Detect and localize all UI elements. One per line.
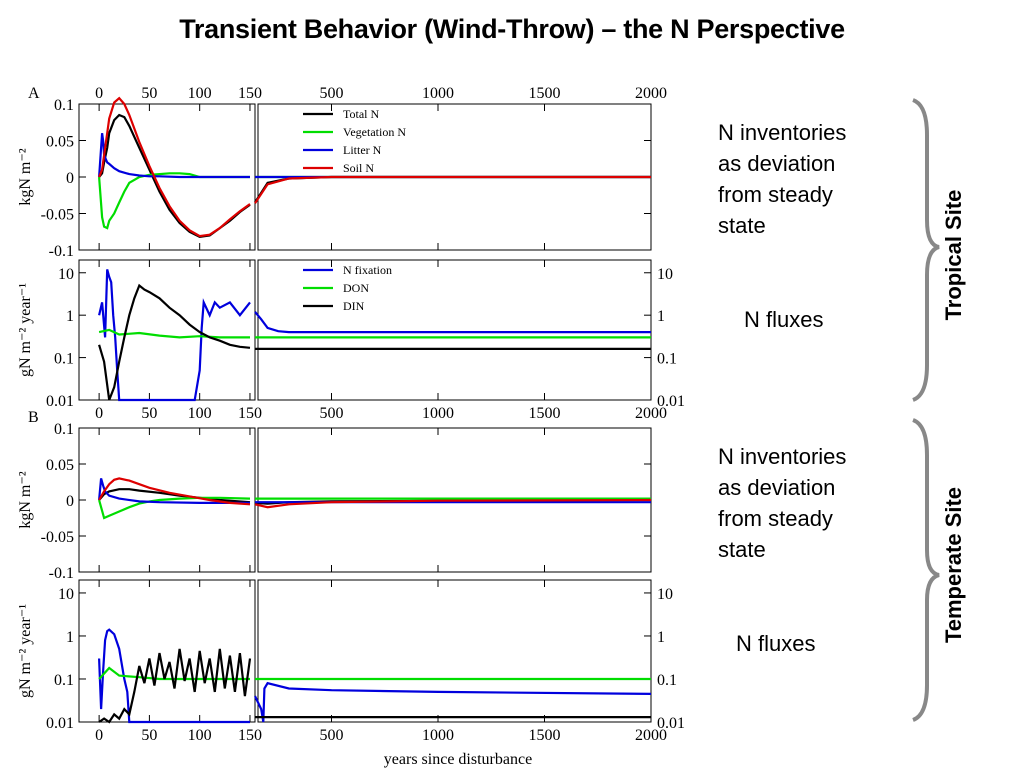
x-tick-label: 100 [188, 727, 212, 744]
series-litter-n-line [98, 133, 250, 179]
y-axis-label: gN m⁻² year⁻¹ [17, 283, 34, 377]
y-tick-label-right: 10 [657, 266, 673, 283]
y-tick-label-right: 0.01 [657, 393, 685, 410]
y-tick-label-right: 1 [657, 629, 665, 646]
legend-label: Litter N [343, 143, 382, 157]
x-tick-label: 0 [95, 405, 103, 422]
x-tick-label: 150 [238, 405, 262, 422]
series-soil-n-line-long [254, 175, 651, 204]
panel-label: A [28, 85, 40, 102]
series-n-fixation-line-long [254, 681, 652, 723]
series-n-fixation-line [98, 628, 250, 724]
y-tick-label-right: 0.1 [657, 351, 677, 368]
legend-label: N fixation [343, 263, 392, 277]
y-tick-label: 0 [66, 170, 74, 187]
legend-label: Soil N [343, 161, 374, 175]
slide-title: Transient Behavior (Wind-Throw) – the N … [179, 14, 845, 44]
x-tick-label: 0 [95, 727, 103, 744]
series-vegetation-n-line [98, 172, 250, 230]
y-tick-label: 0.01 [46, 715, 74, 732]
site-brackets [912, 98, 940, 722]
temperate-bracket [912, 418, 940, 722]
x-tick-label: 2000 [635, 727, 667, 744]
x-tick-label: 150 [238, 727, 262, 744]
panel-1: 0.1 0.05 0 -0.05 -0.1 kgN m⁻² 0 50 100 150 500 1000… [17, 85, 667, 260]
plot-frame-right [257, 579, 652, 723]
y-tick-label-right: 0.1 [657, 672, 677, 689]
y-tick-label: -0.05 [41, 207, 74, 224]
legend-label: Vegetation N [343, 125, 406, 139]
x-tick-label: 50 [141, 405, 157, 422]
y-tick-label: 0.1 [54, 97, 74, 114]
x-tick-label: 2000 [635, 405, 667, 422]
x-tick-label-top: 2000 [635, 85, 667, 102]
tropical-inventories-note: N inventories as deviation from steady s… [718, 120, 847, 238]
x-tick-label-top: 50 [141, 85, 157, 102]
temperate-fluxes-note: N fluxes [736, 631, 816, 656]
x-tick-label: 1000 [422, 405, 454, 422]
series-soil-n-line [98, 96, 251, 238]
y-tick-label: -0.1 [49, 243, 74, 260]
y-tick-label-right: 1 [657, 308, 665, 325]
y-tick-label: -0.1 [49, 565, 74, 582]
series-don-line [98, 666, 250, 681]
x-tick-label-top: 150 [238, 85, 262, 102]
series-n-fixation-line [98, 269, 251, 402]
panel-4: 10 10 1 1 0.1 0.1 0.01 0.01 gN m⁻² year⁻¹ 0 50 100 1… [17, 579, 685, 768]
series-soil-n-line-long [254, 498, 652, 509]
y-axis-label: kgN m⁻² [17, 148, 34, 205]
y-axis-label: kgN m⁻² [17, 471, 34, 528]
y-tick-label: 10 [58, 586, 74, 603]
y-tick-label: 0.1 [54, 672, 74, 689]
legend-label: DON [343, 281, 369, 295]
y-tick-label: 10 [58, 266, 74, 283]
x-tick-label: 1000 [422, 727, 454, 744]
tropical-fluxes-note: N fluxes [744, 307, 824, 332]
x-tick-label-top: 500 [319, 85, 343, 102]
series-total-n-line [98, 488, 251, 504]
series-soil-n-line [98, 477, 251, 506]
panel-3: 0.1 0.05 0 -0.05 -0.1 kgN m⁻² B [17, 409, 652, 582]
x-tick-label: 500 [319, 405, 343, 422]
x-tick-label-top: 100 [188, 85, 212, 102]
y-axis-label: gN m⁻² year⁻¹ [17, 604, 34, 698]
legend-label: DIN [343, 299, 365, 313]
y-tick-label: -0.05 [41, 529, 74, 546]
series-n-fixation-line-long [254, 311, 651, 334]
x-tick-label: 1500 [528, 405, 560, 422]
x-axis-label: years since disturbance [384, 751, 532, 768]
x-tick-label: 100 [188, 405, 212, 422]
x-tick-label-top: 1000 [422, 85, 454, 102]
y-tick-label-right: 10 [657, 586, 673, 603]
x-tick-label: 500 [319, 727, 343, 744]
y-tick-label: 0.1 [54, 421, 74, 438]
x-tick-label: 1500 [528, 727, 560, 744]
panel-label: B [28, 409, 39, 426]
x-tick-label: 50 [141, 727, 157, 744]
tropical-site-label: Tropical Site [941, 189, 966, 321]
series-litter-n-line [98, 478, 250, 504]
legend-label: Total N [343, 107, 379, 121]
series-don-line [98, 328, 250, 339]
panel-2: 10 10 1 1 0.1 0.1 0.01 0.01 gN m⁻² year⁻¹ 0 50 100 1… [17, 259, 685, 422]
y-tick-label: 1 [66, 308, 74, 325]
series-din-line [98, 283, 251, 401]
x-tick-label-top: 1500 [528, 85, 560, 102]
temperate-site-label: Temperate Site [941, 486, 966, 644]
series-din-line [98, 648, 252, 724]
plot-frame-right [257, 259, 652, 401]
y-tick-label: 0.05 [46, 457, 74, 474]
x-tick-label-top: 0 [95, 85, 103, 102]
y-tick-label: 0.1 [54, 351, 74, 368]
y-tick-label-right: 0.01 [657, 715, 685, 732]
series-total-n-line-long [254, 175, 651, 204]
y-tick-label: 1 [66, 629, 74, 646]
y-tick-label: 0.05 [46, 134, 74, 151]
tropical-bracket [912, 98, 940, 402]
y-tick-label: 0 [66, 493, 74, 510]
temperate-inventories-note: N inventories as deviation from steady s… [718, 444, 847, 562]
y-tick-label: 0.01 [46, 393, 74, 410]
